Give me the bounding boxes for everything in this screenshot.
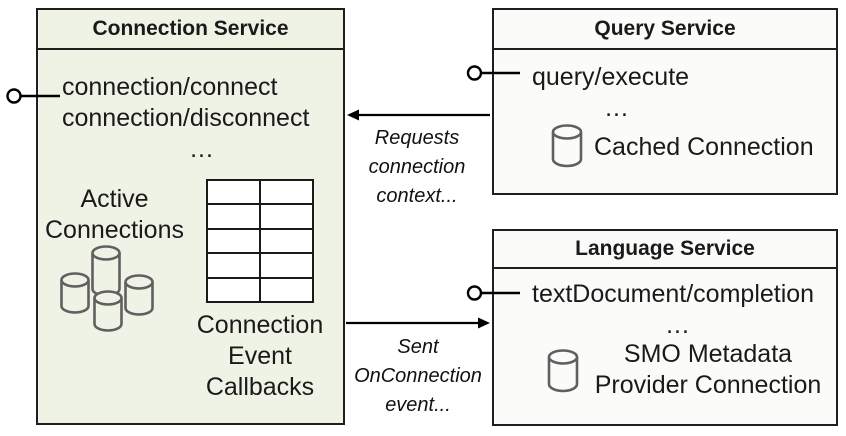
connection-service-box: Connection Service connection/connect co… — [36, 8, 345, 425]
method-connection-connect: connection/connect — [62, 73, 278, 101]
arrow-sent-onconnection-event — [346, 317, 490, 329]
smo-metadata-provider-label: SMO Metadata Provider Connection — [594, 340, 822, 399]
language-service-box: Language Service textDocument/completion… — [492, 229, 838, 426]
connection-service-title: Connection Service — [38, 10, 343, 50]
methods-ellipsis: ... — [605, 94, 629, 122]
connection-event-callbacks-label: Connection Event Callbacks — [196, 311, 324, 401]
database-icon — [551, 124, 583, 168]
methods-ellipsis: ... — [666, 311, 690, 339]
query-service-box: Query Service query/execute ... Cached C… — [492, 8, 838, 195]
database-cluster-icon — [60, 245, 154, 332]
query-service-title: Query Service — [494, 10, 836, 50]
method-textdocument-completion: textDocument/completion — [532, 280, 815, 308]
database-icon — [547, 349, 579, 393]
arrow-requests-connection-context — [347, 109, 490, 121]
requests-connection-context-note: Requests connection context... — [368, 127, 466, 207]
active-connections-label: Active Connections — [45, 185, 184, 244]
sent-onconnection-event-note: Sent OnConnection event... — [354, 336, 482, 416]
table-grid-icon — [206, 179, 314, 303]
connection-service-methods: connection/connect connection/disconnect… — [62, 72, 342, 165]
method-connection-disconnect: connection/disconnect — [62, 104, 310, 132]
language-service-methods: textDocument/completion ... — [532, 279, 824, 341]
cached-connection-label: Cached Connection — [594, 133, 814, 161]
language-service-title: Language Service — [494, 231, 836, 269]
methods-ellipsis: ... — [190, 135, 214, 163]
query-service-methods: query/execute ... — [532, 62, 702, 124]
method-query-execute: query/execute — [532, 63, 690, 91]
